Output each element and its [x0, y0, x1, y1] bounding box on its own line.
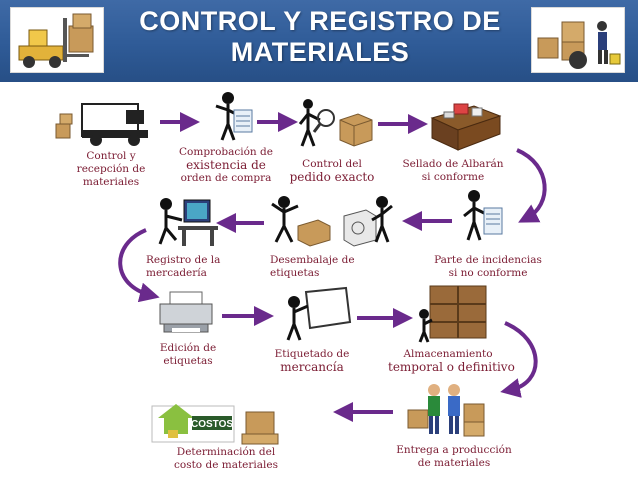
header-banner: CONTROL Y REGISTRO DE MATERIALES [0, 0, 638, 82]
labeling-icon [280, 282, 352, 346]
step-3-label: Control del pedido exacto [289, 158, 375, 184]
printer-icon [156, 290, 216, 340]
forklift-icon [10, 7, 104, 73]
step-2-label: Comprobación de existencia de orden de c… [179, 146, 273, 184]
step-10-label: Almacenamiento temporal o definitivo [388, 348, 515, 374]
unpacking-icon [268, 192, 398, 252]
computer-desk-icon [148, 190, 220, 254]
step-9-label: Etiquetado de mercancía [274, 348, 350, 374]
costos-logo-text: COSTOS [191, 419, 233, 430]
arrow-7 [118, 228, 160, 303]
shelves-icon [416, 284, 488, 348]
step-12-label: Determinación del costo de materiales [174, 446, 278, 471]
step-8-label: Edición de etiquetas [159, 342, 217, 367]
delivery-truck-icon [54, 94, 154, 154]
costos-logo-icon: COSTOS [151, 398, 282, 452]
step-5-label: Parte de incidencias si no conforme [434, 254, 542, 279]
magnifier-box-icon [296, 96, 376, 156]
title-line-2: MATERIALES [230, 37, 410, 67]
page-title: CONTROL Y REGISTRO DE MATERIALES [120, 6, 520, 68]
workers-boxes-icon [404, 380, 488, 442]
warehouse-worker-icon [531, 7, 625, 73]
step-11-label: Entrega a producción de materiales [396, 444, 512, 469]
title-line-1: CONTROL Y REGISTRO DE [139, 6, 501, 36]
report-icon [458, 188, 508, 252]
desk-icon [424, 94, 504, 158]
arrow-10 [500, 321, 538, 398]
arrow-4 [516, 148, 547, 223]
step-4-label: Sellado de Albarán si conforme [402, 158, 504, 183]
document-check-icon [200, 88, 260, 152]
step-7-label: Registro de la mercadería [146, 254, 221, 279]
step-1-label: Control y recepción de materiales [76, 150, 146, 188]
step-6-label: Desembalaje de etiquetas [270, 254, 355, 279]
